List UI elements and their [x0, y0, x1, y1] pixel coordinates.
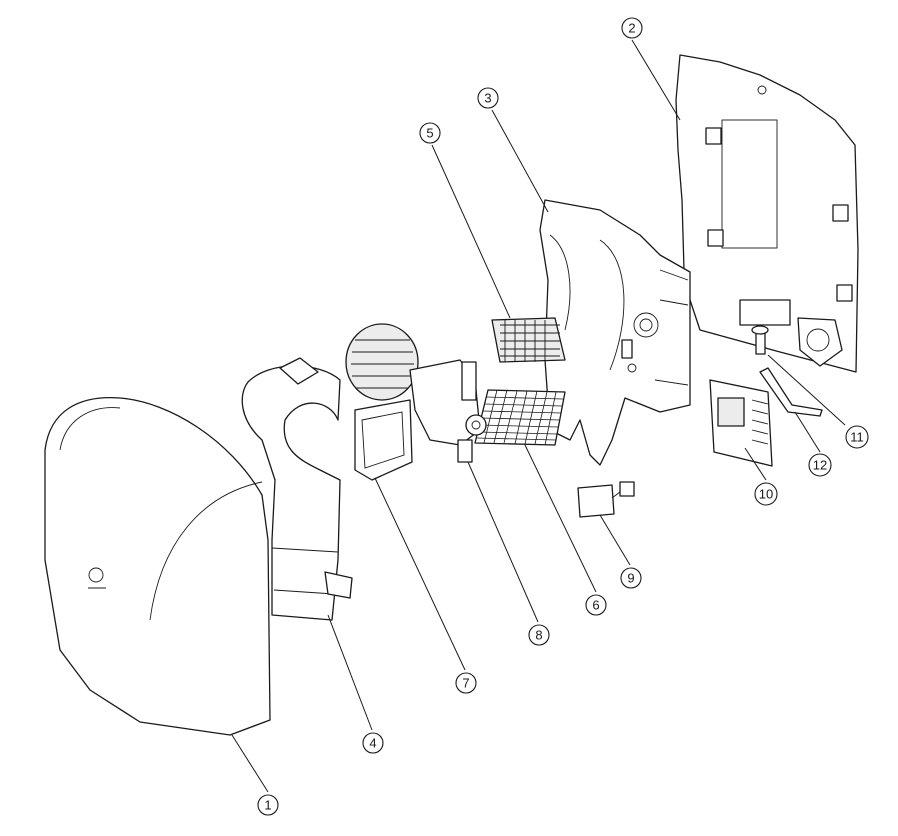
callout-9: 9 [620, 567, 642, 589]
part-heating-element [491, 317, 566, 363]
part-hex-key [759, 367, 823, 417]
callout-5: 5 [419, 122, 441, 144]
svg-text:5: 5 [426, 126, 433, 141]
callout-6: 6 [585, 594, 607, 616]
callout-11: 11 [845, 425, 869, 449]
part-mesh-grille [474, 389, 566, 446]
svg-text:3: 3 [484, 91, 491, 106]
part-front-cover [44, 396, 271, 736]
svg-text:12: 12 [813, 458, 827, 473]
callout-7: 7 [455, 672, 477, 694]
callout-2: 2 [621, 17, 643, 39]
svg-text:1: 1 [264, 798, 271, 813]
leader-lines [231, 39, 846, 793]
svg-text:9: 9 [627, 571, 634, 586]
callout-8: 8 [528, 624, 550, 646]
svg-text:4: 4 [369, 736, 376, 751]
callout-10: 10 [754, 482, 778, 506]
callout-4: 4 [362, 732, 384, 754]
svg-text:7: 7 [462, 676, 469, 691]
callout-12: 12 [808, 453, 832, 477]
svg-text:2: 2 [628, 21, 635, 36]
part-screw [751, 325, 769, 355]
part-back-plate [675, 54, 859, 373]
svg-text:8: 8 [535, 628, 542, 643]
part-nozzle-duct [241, 357, 353, 621]
part-chassis [539, 199, 691, 466]
callout-3: 3 [477, 87, 499, 109]
part-control-board [709, 379, 773, 467]
svg-text:11: 11 [850, 430, 864, 445]
svg-text:6: 6 [592, 598, 599, 613]
svg-text:10: 10 [759, 487, 773, 502]
part-sensor-switch [577, 481, 635, 518]
part-bracket-frame [354, 399, 413, 481]
callout-1: 1 [257, 794, 279, 816]
part-motor-fan [345, 323, 487, 463]
